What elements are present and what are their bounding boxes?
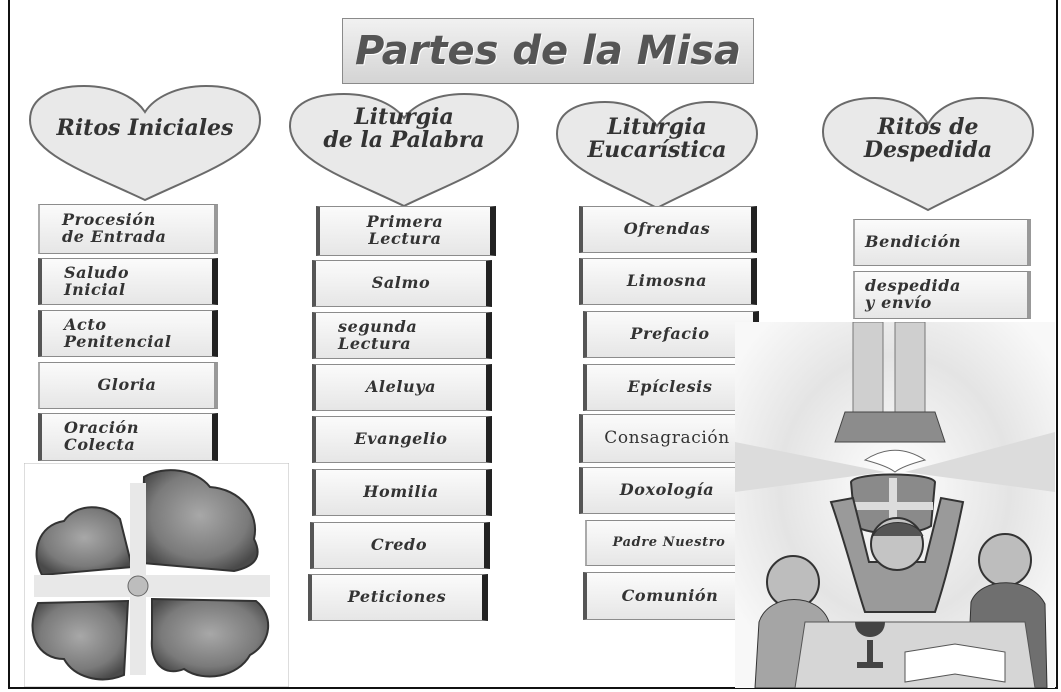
box-line: Colecta bbox=[64, 435, 136, 454]
part-procesion-de-entrada: Procesión de Entrada bbox=[38, 204, 218, 254]
heading-line: Eucarística bbox=[587, 137, 727, 164]
part-comunion: Comunión bbox=[583, 572, 759, 620]
box-line: Prefacio bbox=[630, 324, 710, 344]
box-line: Epíclesis bbox=[627, 377, 713, 397]
box-line: Procesión bbox=[62, 210, 156, 230]
part-acto-penitencial: Acto Penitencial bbox=[38, 310, 218, 357]
part-segunda-lectura: segunda Lectura bbox=[312, 312, 492, 359]
bread-cross-icon bbox=[23, 462, 290, 688]
heart-icon bbox=[821, 96, 1035, 212]
box-line: Aleluya bbox=[365, 377, 437, 397]
heading-line: de la Palabra bbox=[323, 127, 485, 154]
box-line: Salmo bbox=[371, 273, 431, 293]
box-line: Credo bbox=[370, 535, 428, 555]
part-homilia: Homilia bbox=[312, 469, 492, 516]
page-title: Partes de la Misa bbox=[342, 18, 754, 84]
part-primera-lectura: Primera Lectura bbox=[316, 206, 496, 256]
heading-line: Ritos de bbox=[877, 114, 979, 140]
box-line: Homilia bbox=[363, 482, 439, 502]
box-line: despedida bbox=[865, 276, 961, 296]
part-consagracion: Consagración bbox=[579, 414, 757, 463]
box-line: Ofrendas bbox=[623, 219, 711, 239]
heading-line: Ritos Iniciales bbox=[56, 115, 234, 141]
box-line: Primera bbox=[366, 212, 444, 232]
eucharist-scene-icon bbox=[735, 321, 1055, 689]
box-line: Comunión bbox=[621, 585, 719, 605]
box-line: Padre Nuestro bbox=[612, 535, 726, 551]
box-line: y envío bbox=[865, 293, 932, 312]
part-oracion-colecta: Oración Colecta bbox=[38, 413, 218, 461]
box-line: Lectura bbox=[368, 229, 442, 248]
part-evangelio: Evangelio bbox=[312, 416, 492, 463]
box-line: segunda bbox=[338, 316, 418, 336]
box-line: Penitencial bbox=[64, 331, 172, 351]
part-saludo-inicial: Saludo Inicial bbox=[38, 258, 218, 305]
box-line: Gloria bbox=[97, 375, 157, 395]
part-bendicion: Bendición bbox=[853, 219, 1031, 266]
part-limosna: Limosna bbox=[579, 258, 757, 305]
box-line: Peticiones bbox=[347, 587, 447, 607]
part-ofrendas: Ofrendas bbox=[579, 206, 757, 253]
heading-line: Liturgia bbox=[607, 114, 707, 140]
box-line: Doxología bbox=[619, 480, 715, 500]
box-line: Inicial bbox=[64, 279, 126, 299]
heading-ritos-despedida: Ritos de Despedida bbox=[819, 96, 1037, 214]
heart-icon bbox=[555, 100, 759, 210]
part-peticiones: Peticiones bbox=[308, 574, 488, 621]
part-despedida-y-envio: despedida y envío bbox=[853, 271, 1031, 319]
part-aleluya: Aleluya bbox=[312, 364, 492, 411]
heading-line: Despedida bbox=[863, 137, 993, 164]
box-line: Lectura bbox=[338, 333, 412, 353]
part-credo: Credo bbox=[310, 522, 490, 569]
part-doxologia: Doxología bbox=[579, 467, 757, 514]
part-gloria: Gloria bbox=[38, 362, 218, 409]
box-line: Acto bbox=[64, 314, 107, 334]
box-line: Consagración bbox=[604, 427, 730, 448]
heart-icon bbox=[28, 84, 262, 202]
box-line: de Entrada bbox=[62, 227, 167, 246]
part-epiclesis: Epíclesis bbox=[583, 364, 759, 411]
heading-liturgia-eucaristica: Liturgia Eucarística bbox=[553, 100, 761, 212]
diagram-frame bbox=[8, 0, 1058, 689]
part-prefacio: Prefacio bbox=[583, 311, 759, 358]
part-padre-nuestro: Padre Nuestro bbox=[585, 520, 755, 566]
box-line: Evangelio bbox=[354, 429, 448, 449]
box-line: Limosna bbox=[626, 271, 708, 291]
heading-line: Liturgia bbox=[354, 104, 454, 130]
box-line: Bendición bbox=[865, 232, 962, 252]
box-line: Oración bbox=[64, 418, 140, 438]
heart-icon bbox=[288, 92, 520, 208]
part-salmo: Salmo bbox=[312, 260, 492, 307]
box-line: Saludo bbox=[64, 262, 130, 282]
heading-liturgia-palabra: Liturgia de la Palabra bbox=[286, 92, 522, 210]
heading-ritos-iniciales: Ritos Iniciales bbox=[26, 84, 264, 204]
